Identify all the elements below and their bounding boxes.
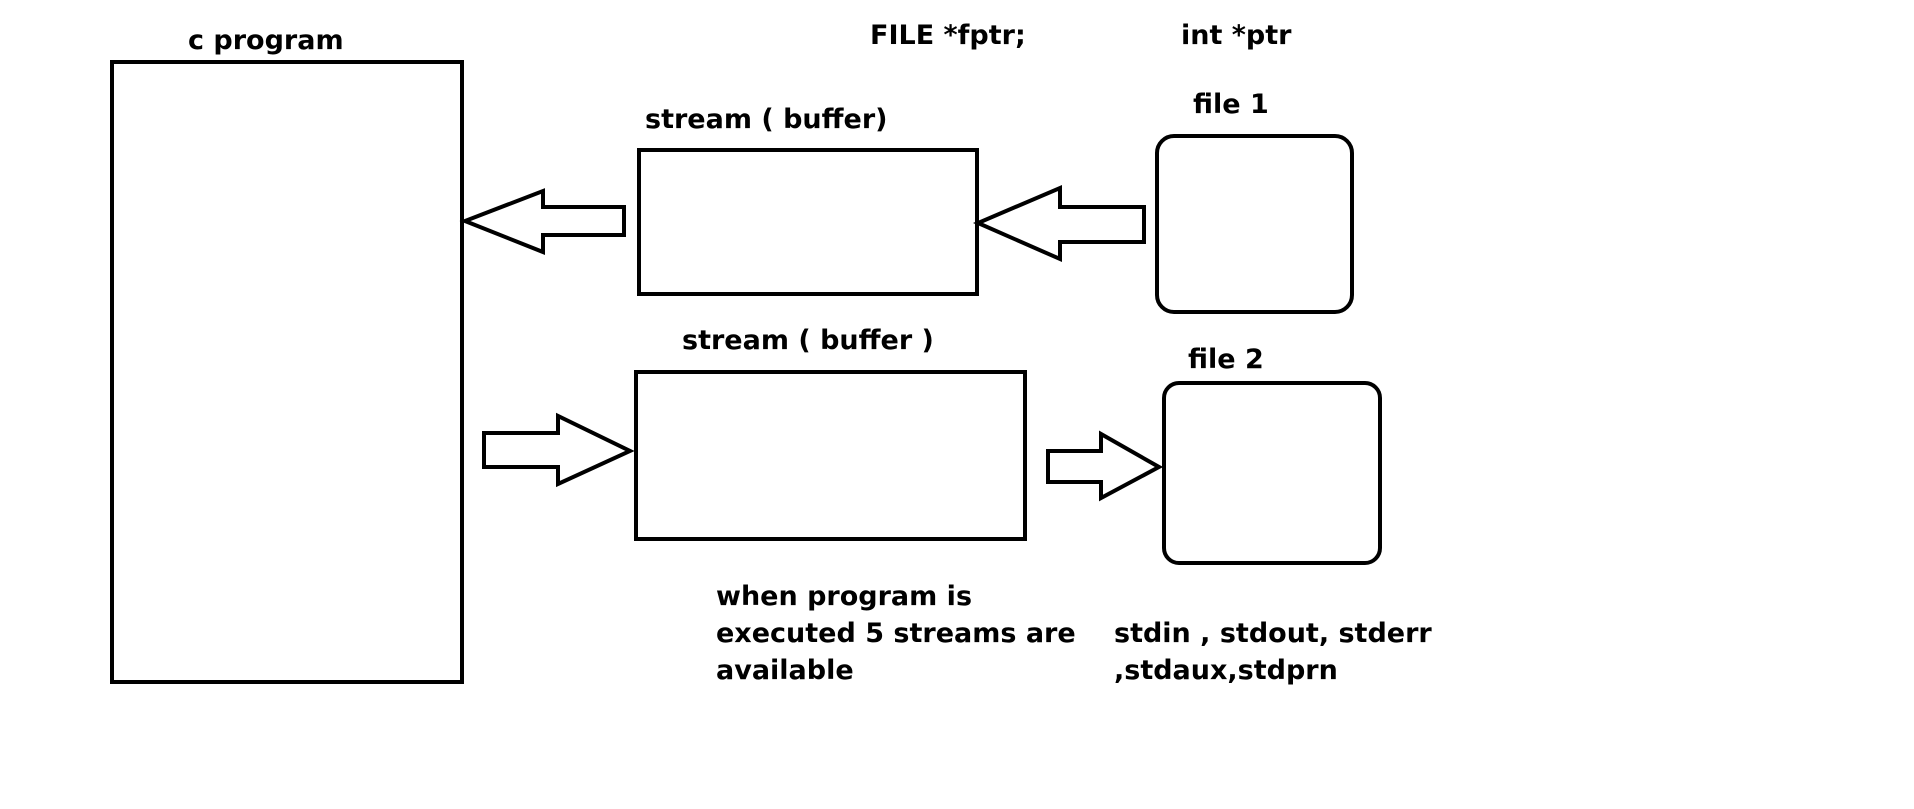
- standard-streams-line: ,stdaux,stdprn: [1114, 655, 1338, 686]
- streams-note-line: available: [716, 655, 854, 686]
- stream-buffer-top-label: stream ( buffer): [645, 104, 888, 135]
- c-program-label: c program: [188, 25, 344, 56]
- stream-buffer-bottom-box: [634, 370, 1027, 541]
- right-arrow-icon: [482, 412, 635, 488]
- left-arrow-icon: [459, 188, 626, 255]
- file2-box: [1162, 381, 1382, 565]
- file2-label: file 2: [1188, 344, 1264, 375]
- stream-buffer-bottom-label: stream ( buffer ): [682, 325, 934, 356]
- int-pointer-declaration: int *ptr: [1181, 20, 1292, 51]
- left-arrow-icon: [972, 184, 1146, 263]
- file1-box: [1155, 134, 1354, 314]
- standard-streams-line: stdin , stdout, stderr: [1114, 618, 1432, 649]
- streams-note-line: executed 5 streams are: [716, 618, 1076, 649]
- file-pointer-declaration: FILE *fptr;: [870, 20, 1026, 51]
- c-program-box: [110, 60, 464, 684]
- file1-label: file 1: [1193, 89, 1269, 120]
- streams-note-line: when program is: [716, 581, 972, 612]
- standard-streams-list: stdin , stdout, stderr ,stdaux,stdprn: [1114, 618, 1432, 686]
- stream-buffer-top-box: [637, 148, 979, 296]
- right-arrow-icon: [1046, 430, 1164, 502]
- streams-note: when program is executed 5 streams are a…: [716, 581, 1076, 686]
